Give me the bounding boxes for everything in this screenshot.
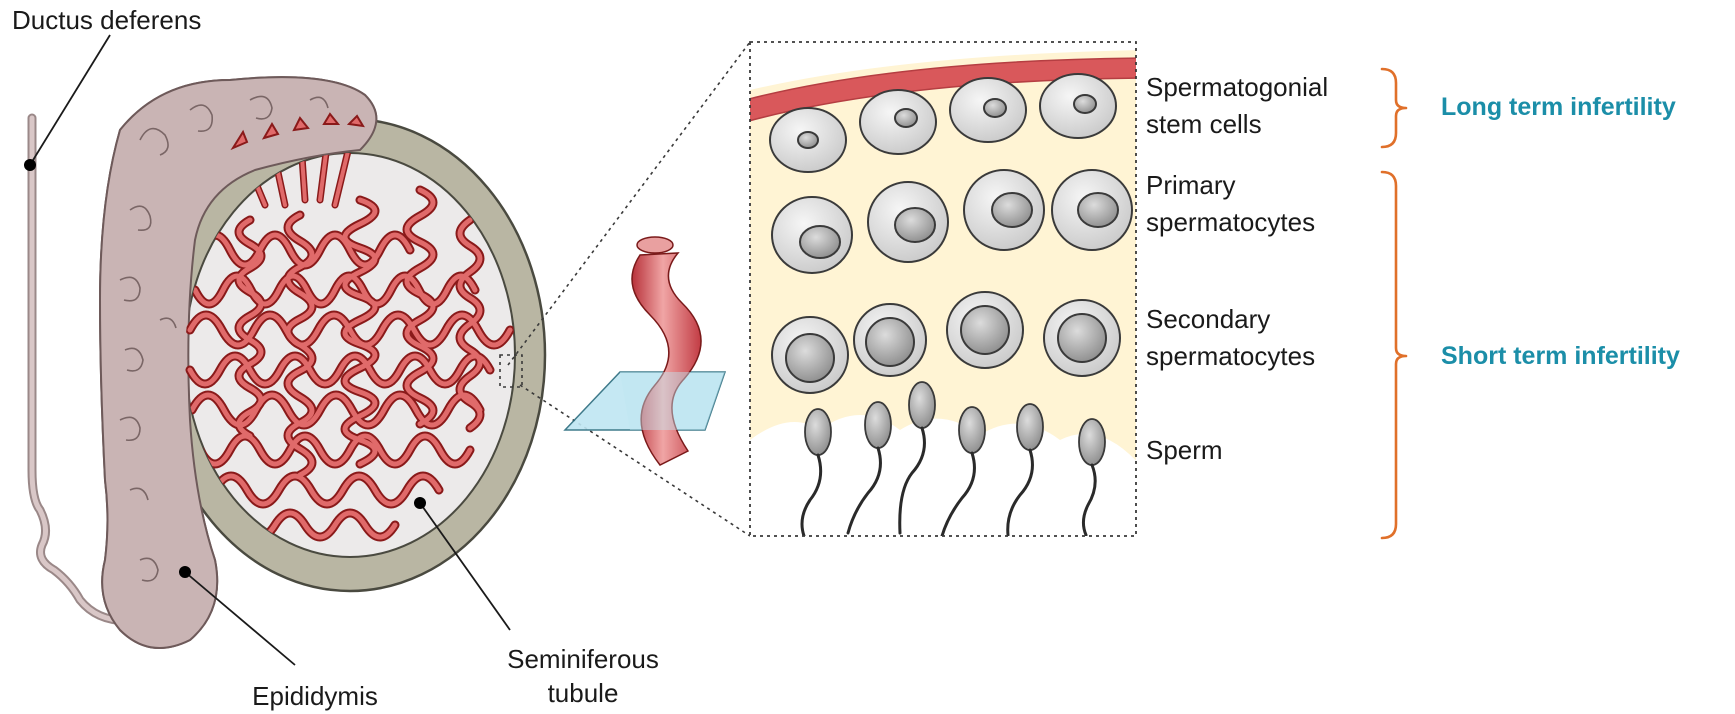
seminiferous-tubule-marker [414,497,426,509]
label-primary-line1: Primary [1146,170,1236,200]
label-secondary-line1: Secondary [1146,304,1270,334]
short-term-infertility-label: Short term infertility [1441,342,1680,370]
label-spermatogonial-line2: stem cells [1146,109,1262,139]
epididymis-marker [179,566,191,578]
label-primary-line2: spermatocytes [1146,207,1315,237]
tubule-segment [565,237,725,465]
short-term-bracket [1382,172,1406,538]
label-spermatogonial-line1: Spermatogonial [1146,72,1328,102]
ductus-deferens-marker [24,159,36,171]
tubule-zoom-panel [745,42,1145,536]
long-term-infertility-label: Long term infertility [1441,93,1676,121]
label-ductus-deferens: Ductus deferens [12,5,201,35]
label-sperm: Sperm [1146,435,1223,465]
label-epididymis: Epididymis [252,681,378,711]
label-seminiferous-line1: Seminiferous [507,644,659,674]
label-secondary-line2: spermatocytes [1146,341,1315,371]
label-seminiferous-line2: tubule [548,678,619,708]
long-term-bracket [1382,69,1406,147]
